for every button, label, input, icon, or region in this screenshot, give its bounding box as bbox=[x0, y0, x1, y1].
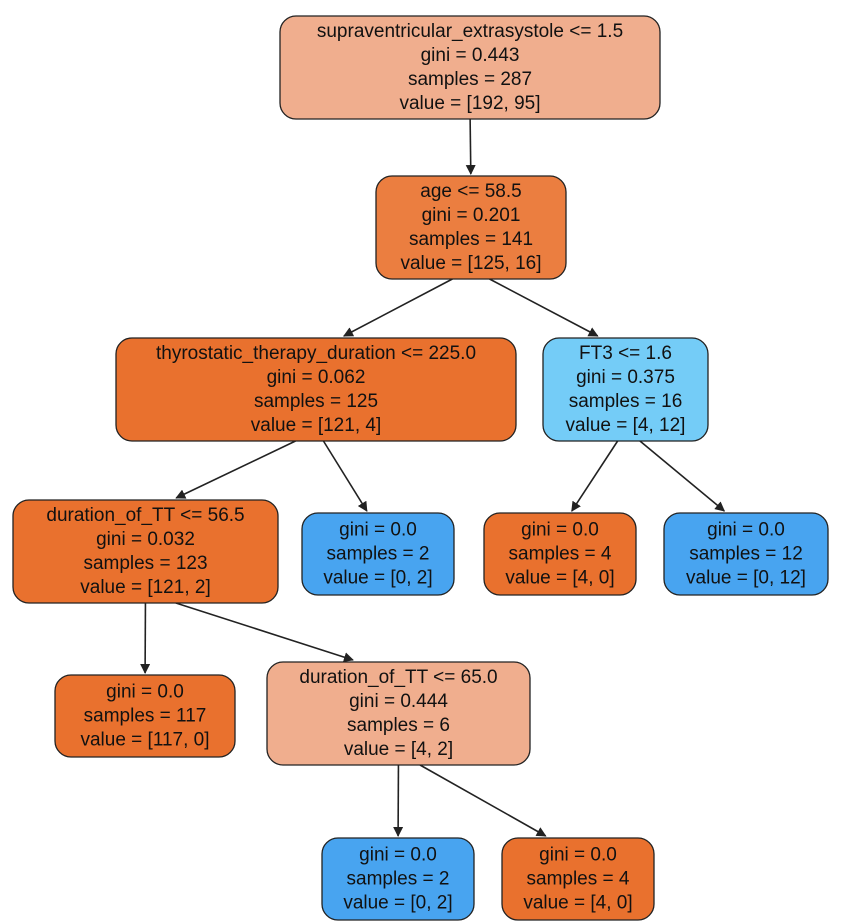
node-box bbox=[663, 512, 829, 596]
tree-node-n1: age <= 58.5 gini = 0.201 samples = 141 valu… bbox=[375, 175, 567, 280]
node-text-line: gini = 0.443 bbox=[421, 45, 520, 66]
node-text-line: gini = 0.444 bbox=[349, 691, 448, 712]
node-text-line: value = [121, 4] bbox=[251, 415, 381, 436]
node-text-line: value = [0, 2] bbox=[343, 893, 452, 914]
tree-node-n6: gini = 0.0 samples = 4 value = [4, 0] bbox=[483, 512, 637, 596]
tree-node-n4: duration_of_TT <= 56.5 gini = 0.032 sample… bbox=[12, 499, 279, 604]
node-text-line: value = [4, 0] bbox=[505, 568, 614, 589]
node-box bbox=[279, 15, 661, 120]
node-text-line: samples = 125 bbox=[254, 391, 378, 412]
edge-n9-to-n11 bbox=[419, 764, 547, 837]
node-text-line: value = [4, 12] bbox=[566, 415, 686, 436]
node-text-line: gini = 0.201 bbox=[422, 205, 521, 226]
tree-node-n5: gini = 0.0 samples = 2 value = [0, 2] bbox=[301, 512, 455, 596]
edge-n1-to-n2 bbox=[343, 278, 453, 337]
edge-root-to-n1 bbox=[465, 118, 476, 175]
node-text-line: gini = 0.0 bbox=[539, 845, 617, 866]
tree-node-root: supraventricular_extrasystole <= 1.5 gini… bbox=[279, 15, 661, 120]
node-text-line: FT3 <= 1.6 bbox=[579, 343, 672, 364]
node-box bbox=[12, 499, 279, 604]
nodes: supraventricular_extrasystole <= 1.5 gini… bbox=[12, 15, 829, 921]
edge-n3-to-n7 bbox=[639, 440, 726, 512]
tree-node-n11: gini = 0.0 samples = 4 value = [4, 0] bbox=[501, 837, 655, 921]
node-text-line: gini = 0.0 bbox=[106, 682, 184, 703]
node-text-line: duration_of_TT <= 65.0 bbox=[299, 667, 497, 688]
node-text-line: samples = 117 bbox=[84, 706, 207, 727]
edge-n2-to-n4 bbox=[175, 440, 296, 499]
node-text-line: samples = 6 bbox=[347, 715, 450, 736]
edge-n3-to-n6 bbox=[571, 440, 619, 512]
node-text-line: thyrostatic_therapy_duration <= 225.0 bbox=[156, 343, 476, 364]
node-text-line: samples = 123 bbox=[83, 553, 207, 574]
node-text-line: samples = 287 bbox=[408, 69, 532, 90]
node-text-line: samples = 4 bbox=[509, 544, 612, 565]
node-text-line: value = [192, 95] bbox=[399, 93, 540, 114]
edge-n2-to-n5 bbox=[322, 440, 368, 512]
node-box bbox=[321, 837, 475, 921]
node-text-line: value = [4, 2] bbox=[344, 739, 453, 760]
node-box bbox=[266, 661, 531, 766]
node-text-line: gini = 0.0 bbox=[707, 520, 785, 541]
node-box bbox=[301, 512, 455, 596]
node-text-line: value = [125, 16] bbox=[400, 253, 541, 274]
node-text-line: value = [0, 12] bbox=[686, 568, 806, 589]
node-text-line: samples = 2 bbox=[327, 544, 430, 565]
node-box bbox=[501, 837, 655, 921]
node-text-line: samples = 141 bbox=[409, 229, 533, 250]
node-text-line: gini = 0.062 bbox=[267, 367, 366, 388]
tree-node-n7: gini = 0.0 samples = 12 value = [0, 12] bbox=[663, 512, 829, 596]
node-text-line: samples = 12 bbox=[689, 544, 803, 565]
node-box bbox=[54, 674, 236, 758]
node-text-line: gini = 0.0 bbox=[359, 845, 437, 866]
node-box bbox=[483, 512, 637, 596]
tree-node-n9: duration_of_TT <= 65.0 gini = 0.444 sample… bbox=[266, 661, 531, 766]
edges bbox=[140, 118, 726, 837]
node-box bbox=[115, 337, 517, 442]
node-text-line: gini = 0.032 bbox=[96, 529, 195, 550]
node-text-line: supraventricular_extrasystole <= 1.5 bbox=[317, 21, 623, 42]
node-text-line: gini = 0.0 bbox=[339, 520, 417, 541]
node-text-line: gini = 0.0 bbox=[521, 520, 599, 541]
node-text-line: samples = 16 bbox=[569, 391, 683, 412]
node-text-line: value = [4, 0] bbox=[523, 893, 632, 914]
node-box bbox=[542, 337, 709, 442]
node-text-line: value = [121, 2] bbox=[80, 577, 210, 598]
node-text-line: samples = 4 bbox=[527, 869, 630, 890]
node-text-line: samples = 2 bbox=[347, 869, 450, 890]
tree-node-n10: gini = 0.0 samples = 2 value = [0, 2] bbox=[321, 837, 475, 921]
node-text-line: duration_of_TT <= 56.5 bbox=[46, 505, 244, 526]
node-text-line: gini = 0.375 bbox=[576, 367, 675, 388]
edge-n4-to-n9 bbox=[175, 602, 354, 663]
tree-node-n8: gini = 0.0 samples = 117 value = [117, 0] bbox=[54, 674, 236, 758]
node-text-line: age <= 58.5 bbox=[420, 181, 521, 202]
node-box bbox=[375, 175, 567, 280]
node-text-line: value = [117, 0] bbox=[80, 730, 209, 751]
tree-node-n3: FT3 <= 1.6 gini = 0.375 samples = 16 value … bbox=[542, 337, 709, 442]
tree-node-n2: thyrostatic_therapy_duration <= 225.0 gin… bbox=[115, 337, 517, 442]
node-text-line: value = [0, 2] bbox=[323, 568, 432, 589]
edge-n1-to-n3 bbox=[489, 278, 599, 337]
